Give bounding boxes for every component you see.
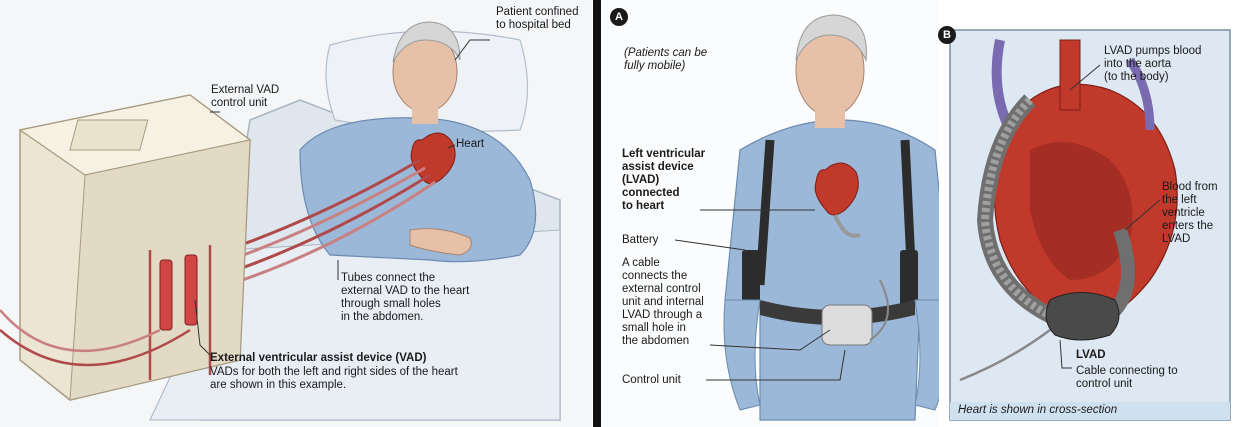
- pumps-label: LVAD pumps blood into the aorta (to the …: [1104, 45, 1201, 84]
- panel-a-badge: A: [610, 8, 628, 26]
- panel-b-badge: B: [938, 26, 956, 44]
- cable-connecting-label: Cable connecting to control unit: [1076, 365, 1178, 391]
- cross-section-caption: Heart is shown in cross-section: [958, 404, 1117, 416]
- external-vad-title: External ventricular assist device (VAD): [210, 352, 426, 365]
- lvad-label: LVAD: [1076, 349, 1106, 362]
- patient-bed-label: Patient confined to hospital bed: [496, 6, 578, 32]
- control-unit-label: Control unit: [622, 374, 681, 387]
- tubes-label: Tubes connect the external VAD to the he…: [341, 272, 469, 324]
- cable-label: A cable connects the external control un…: [622, 257, 704, 348]
- external-vad-description: VADs for both the left and right sides o…: [210, 366, 458, 392]
- mobile-label: (Patients can be fully mobile): [624, 47, 707, 73]
- external-control-unit-label: External VAD control unit: [211, 84, 279, 110]
- blood-from-ventricle-label: Blood from the left ventricle enters the…: [1162, 181, 1218, 246]
- lvad-connected-label: Left ventricular assist device (LVAD) co…: [622, 148, 705, 213]
- heart-label: Heart: [456, 138, 484, 151]
- panel-divider: [593, 0, 601, 427]
- battery-label: Battery: [622, 234, 658, 247]
